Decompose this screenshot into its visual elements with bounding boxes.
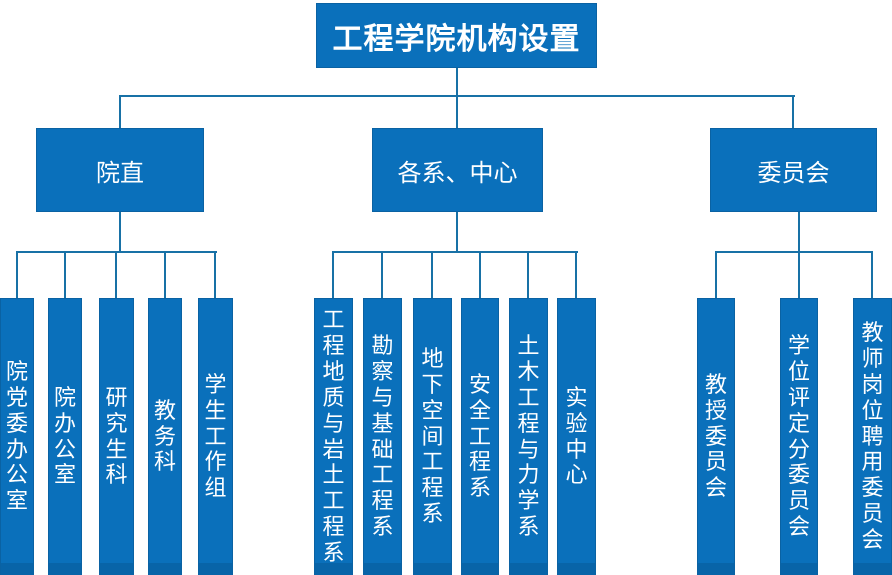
connector-line [64, 251, 66, 298]
connector-line [715, 251, 717, 298]
org-leaf-box: 院党委办公室 [0, 298, 34, 575]
connector-line [456, 95, 458, 128]
org-leaf-box: 教师岗位聘用委员会 [853, 298, 892, 575]
org-leaf-label: 工程地质与岩土工程系 [322, 307, 345, 567]
org-leaf-label: 研究生科 [105, 385, 128, 489]
org-leaf-label: 院党委办公室 [5, 359, 28, 515]
org-leaf-label: 安全工程系 [468, 372, 491, 502]
org-leaf-box: 勘察与基础工程系 [363, 298, 402, 575]
connector-line [214, 251, 216, 298]
org-leaf-box: 教授委员会 [697, 298, 735, 575]
connector-line [332, 251, 334, 298]
org-leaf-box: 教务科 [148, 298, 182, 575]
branch-label: 院直 [96, 158, 144, 187]
org-leaf-box: 院办公室 [48, 298, 82, 575]
org-leaf-box: 实验中心 [557, 298, 596, 575]
org-root-title: 工程学院机构设置 [332, 21, 581, 57]
org-leaf-box: 研究生科 [99, 298, 134, 575]
org-leaf-box: 工程地质与岩土工程系 [314, 298, 353, 575]
connector-line [715, 251, 873, 253]
org-leaf-box: 安全工程系 [461, 298, 499, 575]
org-leaf-label: 教授委员会 [704, 372, 727, 502]
org-leaf-box: 学位评定分委员会 [780, 298, 818, 575]
org-leaf-label: 教务科 [153, 398, 176, 476]
connector-line [479, 251, 481, 298]
org-leaf-label: 教师岗位聘用委员会 [861, 320, 884, 554]
connector-line [381, 251, 383, 298]
connector-line [456, 212, 458, 252]
connector-line [527, 251, 529, 298]
branch-committees-box: 委员会 [710, 128, 877, 212]
org-leaf-box: 学生工作组 [198, 298, 233, 575]
branch-label: 各系、中心 [397, 158, 518, 187]
connector-line [332, 251, 578, 253]
connector-line [119, 95, 121, 128]
org-leaf-label: 勘察与基础工程系 [371, 333, 394, 541]
org-leaf-label: 地下空间工程系 [421, 346, 444, 528]
org-leaf-box: 土木工程与力学系 [509, 298, 548, 575]
branch-label: 委员会 [757, 158, 830, 187]
connector-line [115, 251, 117, 298]
org-leaf-label: 土木工程与力学系 [517, 333, 540, 541]
connector-line [431, 251, 433, 298]
connector-line [798, 251, 800, 298]
org-leaf-label: 院办公室 [53, 385, 76, 489]
org-leaf-label: 实验中心 [565, 385, 588, 489]
connector-line [119, 212, 121, 252]
org-leaf-box: 地下空间工程系 [413, 298, 452, 575]
connector-line [871, 251, 873, 298]
connector-line [575, 251, 577, 298]
org-leaf-label: 学位评定分委员会 [787, 333, 810, 541]
org-leaf-label: 学生工作组 [204, 372, 227, 502]
connector-line [456, 68, 458, 96]
connector-line [16, 251, 18, 298]
branch-college-direct-box: 院直 [36, 128, 204, 212]
org-root-box: 工程学院机构设置 [316, 3, 597, 68]
connector-line [792, 95, 794, 128]
branch-departments-centers-box: 各系、中心 [372, 128, 543, 212]
connector-line [164, 251, 166, 298]
connector-line [798, 212, 800, 252]
